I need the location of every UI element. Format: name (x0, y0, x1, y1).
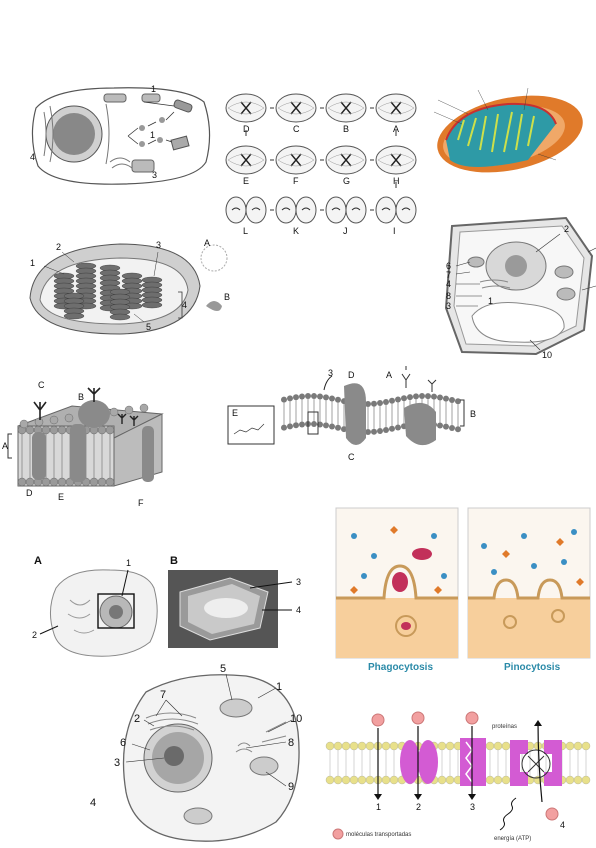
fig10-label-1: 1 (276, 681, 282, 693)
fig4-label-3: 3 (156, 240, 161, 250)
fig5-label-6: 6 (446, 261, 451, 271)
fig10-label-10: 10 (290, 713, 302, 725)
fig6-label-A: A (2, 441, 8, 451)
fig10-label-8: 8 (288, 737, 294, 749)
fig5-label-2: 2 (564, 224, 569, 234)
fig7-label-E: E (232, 408, 238, 418)
fig6-label-D: D (26, 488, 33, 498)
figure-plant-cell: 2 6 7 4 8 3 1 10 (426, 212, 596, 362)
fig8-panel-b: B (170, 555, 178, 567)
fig8-label-4: 4 (296, 605, 301, 615)
fig5-label-3: 3 (446, 301, 451, 311)
fig10-label-3: 3 (114, 757, 120, 769)
fig6-label-B: B (78, 392, 84, 402)
fig2-label-H: H (393, 176, 400, 186)
fig8-label-3: 3 (296, 577, 301, 587)
fig1-label-2: 1 (150, 130, 155, 140)
figure-animal-cell: 5 1 7 10 2 8 6 3 9 4 (86, 662, 316, 848)
fig10-label-9: 9 (288, 781, 294, 793)
figure-phago-pinocytosis: Phagocytosis Pinocytosis (334, 506, 596, 672)
fig7-label-C: C (348, 452, 355, 462)
figure-chloroplast: 1 2 3 4 5 A B (24, 236, 236, 340)
fig4-label-A: A (204, 238, 210, 248)
fig5-label-4: 4 (446, 279, 451, 289)
fig11-label-1: 1 (376, 802, 381, 812)
fig8-panel-a: A (34, 555, 42, 567)
fig11-proteinas: proteínas (492, 724, 517, 730)
fig11-label-2: 2 (416, 802, 421, 812)
fig4-label-2: 2 (56, 242, 61, 252)
fig1-label-1: 1 (151, 84, 156, 94)
fig7-label-D: D (348, 370, 355, 380)
fig5-label-10: 10 (542, 350, 552, 360)
fig10-label-7: 7 (160, 689, 166, 701)
fig2-label-E: E (243, 176, 249, 186)
figure-membrane-block: C B A D E F (2, 378, 168, 510)
fig11-legend: moléculas transportadas (346, 832, 411, 838)
fig5-label-1: 1 (488, 296, 493, 306)
fig2-label-L: L (243, 226, 248, 236)
fig6-label-E: E (58, 492, 64, 502)
fig2-label-F: F (293, 176, 299, 186)
fig10-label-5: 5 (220, 663, 226, 675)
fig1-label-3: 3 (152, 170, 157, 180)
fig4-label-B: B (224, 292, 230, 302)
fig5-label-7: 7 (446, 270, 451, 280)
fig1-label-4: 4 (30, 152, 35, 162)
fig2-label-B: B (343, 124, 349, 134)
fig6-label-C: C (38, 380, 45, 390)
fig7-label-3: 3 (328, 368, 333, 378)
fig2-label-K: K (293, 226, 299, 236)
fig2-label-D: D (243, 124, 250, 134)
fig2-label-I: I (393, 226, 396, 236)
figure-mitochondrion (428, 80, 588, 180)
fig10-label-2: 2 (134, 713, 140, 725)
fig9-caption-pinocytosis: Pinocytosis (504, 662, 561, 672)
fig6-label-F: F (138, 498, 144, 508)
fig10-label-6: 6 (120, 737, 126, 749)
fig7-label-B: B (470, 409, 476, 419)
fig11-energia: energía (ATP) (494, 836, 531, 842)
fig7-label-A: A (386, 370, 392, 380)
fig4-label-4: 4 (182, 300, 187, 310)
figure-cell-secretion: 1 1 3 4 (24, 82, 216, 190)
fig8-label-2: 2 (32, 630, 37, 640)
fig4-label-1: 1 (30, 258, 35, 268)
fig4-label-5: 5 (146, 322, 151, 332)
fig11-label-3: 3 (470, 802, 475, 812)
fig2-label-A: A (393, 124, 399, 134)
fig2-label-C: C (293, 124, 300, 134)
fig11-label-4: 4 (560, 820, 565, 830)
fig5-label-8: 8 (446, 291, 451, 301)
figure-cell-division-stages: D C B A E F G H L K J I (222, 84, 418, 244)
fig2-label-G: G (343, 176, 350, 186)
fig8-label-1: 1 (126, 558, 131, 568)
fig10-label-4: 4 (90, 797, 96, 809)
figure-membrane-section: 3 D A E C B (226, 366, 504, 464)
fig2-label-J: J (343, 226, 348, 236)
figure-membrane-transport: 1 2 3 4 proteínas energía (ATP) molécula… (324, 702, 596, 848)
figure-cells-a-b: A B 1 2 3 4 (30, 548, 320, 668)
fig9-caption-phagocytosis: Phagocytosis (368, 662, 433, 672)
